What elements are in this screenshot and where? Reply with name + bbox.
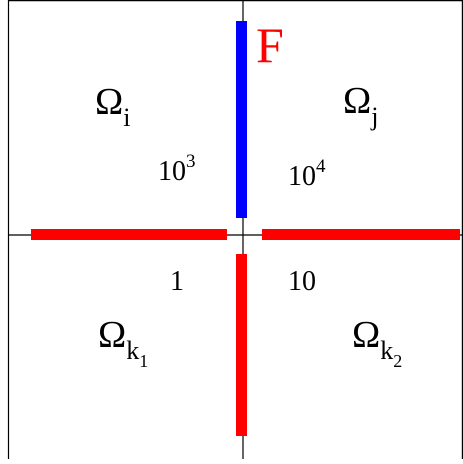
subdomain-subindex: 2 [393, 351, 403, 371]
face-label-F: F [256, 17, 284, 73]
subdomain-index: i [123, 103, 131, 132]
coefficient-top-left: 103 [158, 151, 196, 187]
coefficient-exponent: 4 [316, 156, 326, 177]
subdomain-label-bottom-left: Ωk1 [98, 314, 148, 370]
coefficient-exponent: 3 [186, 151, 196, 172]
face-bottom-vertical [236, 254, 247, 436]
coefficient-bottom-left: 1 [170, 266, 184, 297]
face-F-top-vertical [236, 21, 247, 218]
face-right-horizontal [262, 229, 460, 240]
coefficient-top-right: 104 [288, 156, 326, 192]
omega-symbol: Ω [95, 81, 124, 123]
subdomain-index: k2 [380, 336, 403, 371]
omega-symbol: Ω [98, 314, 127, 356]
omega-symbol: Ω [352, 314, 381, 356]
coefficient-bottom-right: 10 [288, 266, 316, 297]
subdomain-label-top-left: Ωi [95, 81, 130, 131]
omega-symbol: Ω [343, 80, 372, 122]
face-left-horizontal [31, 229, 227, 240]
subdomain-index: k1 [126, 336, 149, 371]
subdomain-index: j [371, 102, 379, 131]
subdomain-subindex: 1 [139, 351, 149, 371]
subdomain-label-top-right: Ωj [343, 80, 378, 130]
subdomain-label-bottom-right: Ωk2 [352, 314, 402, 370]
